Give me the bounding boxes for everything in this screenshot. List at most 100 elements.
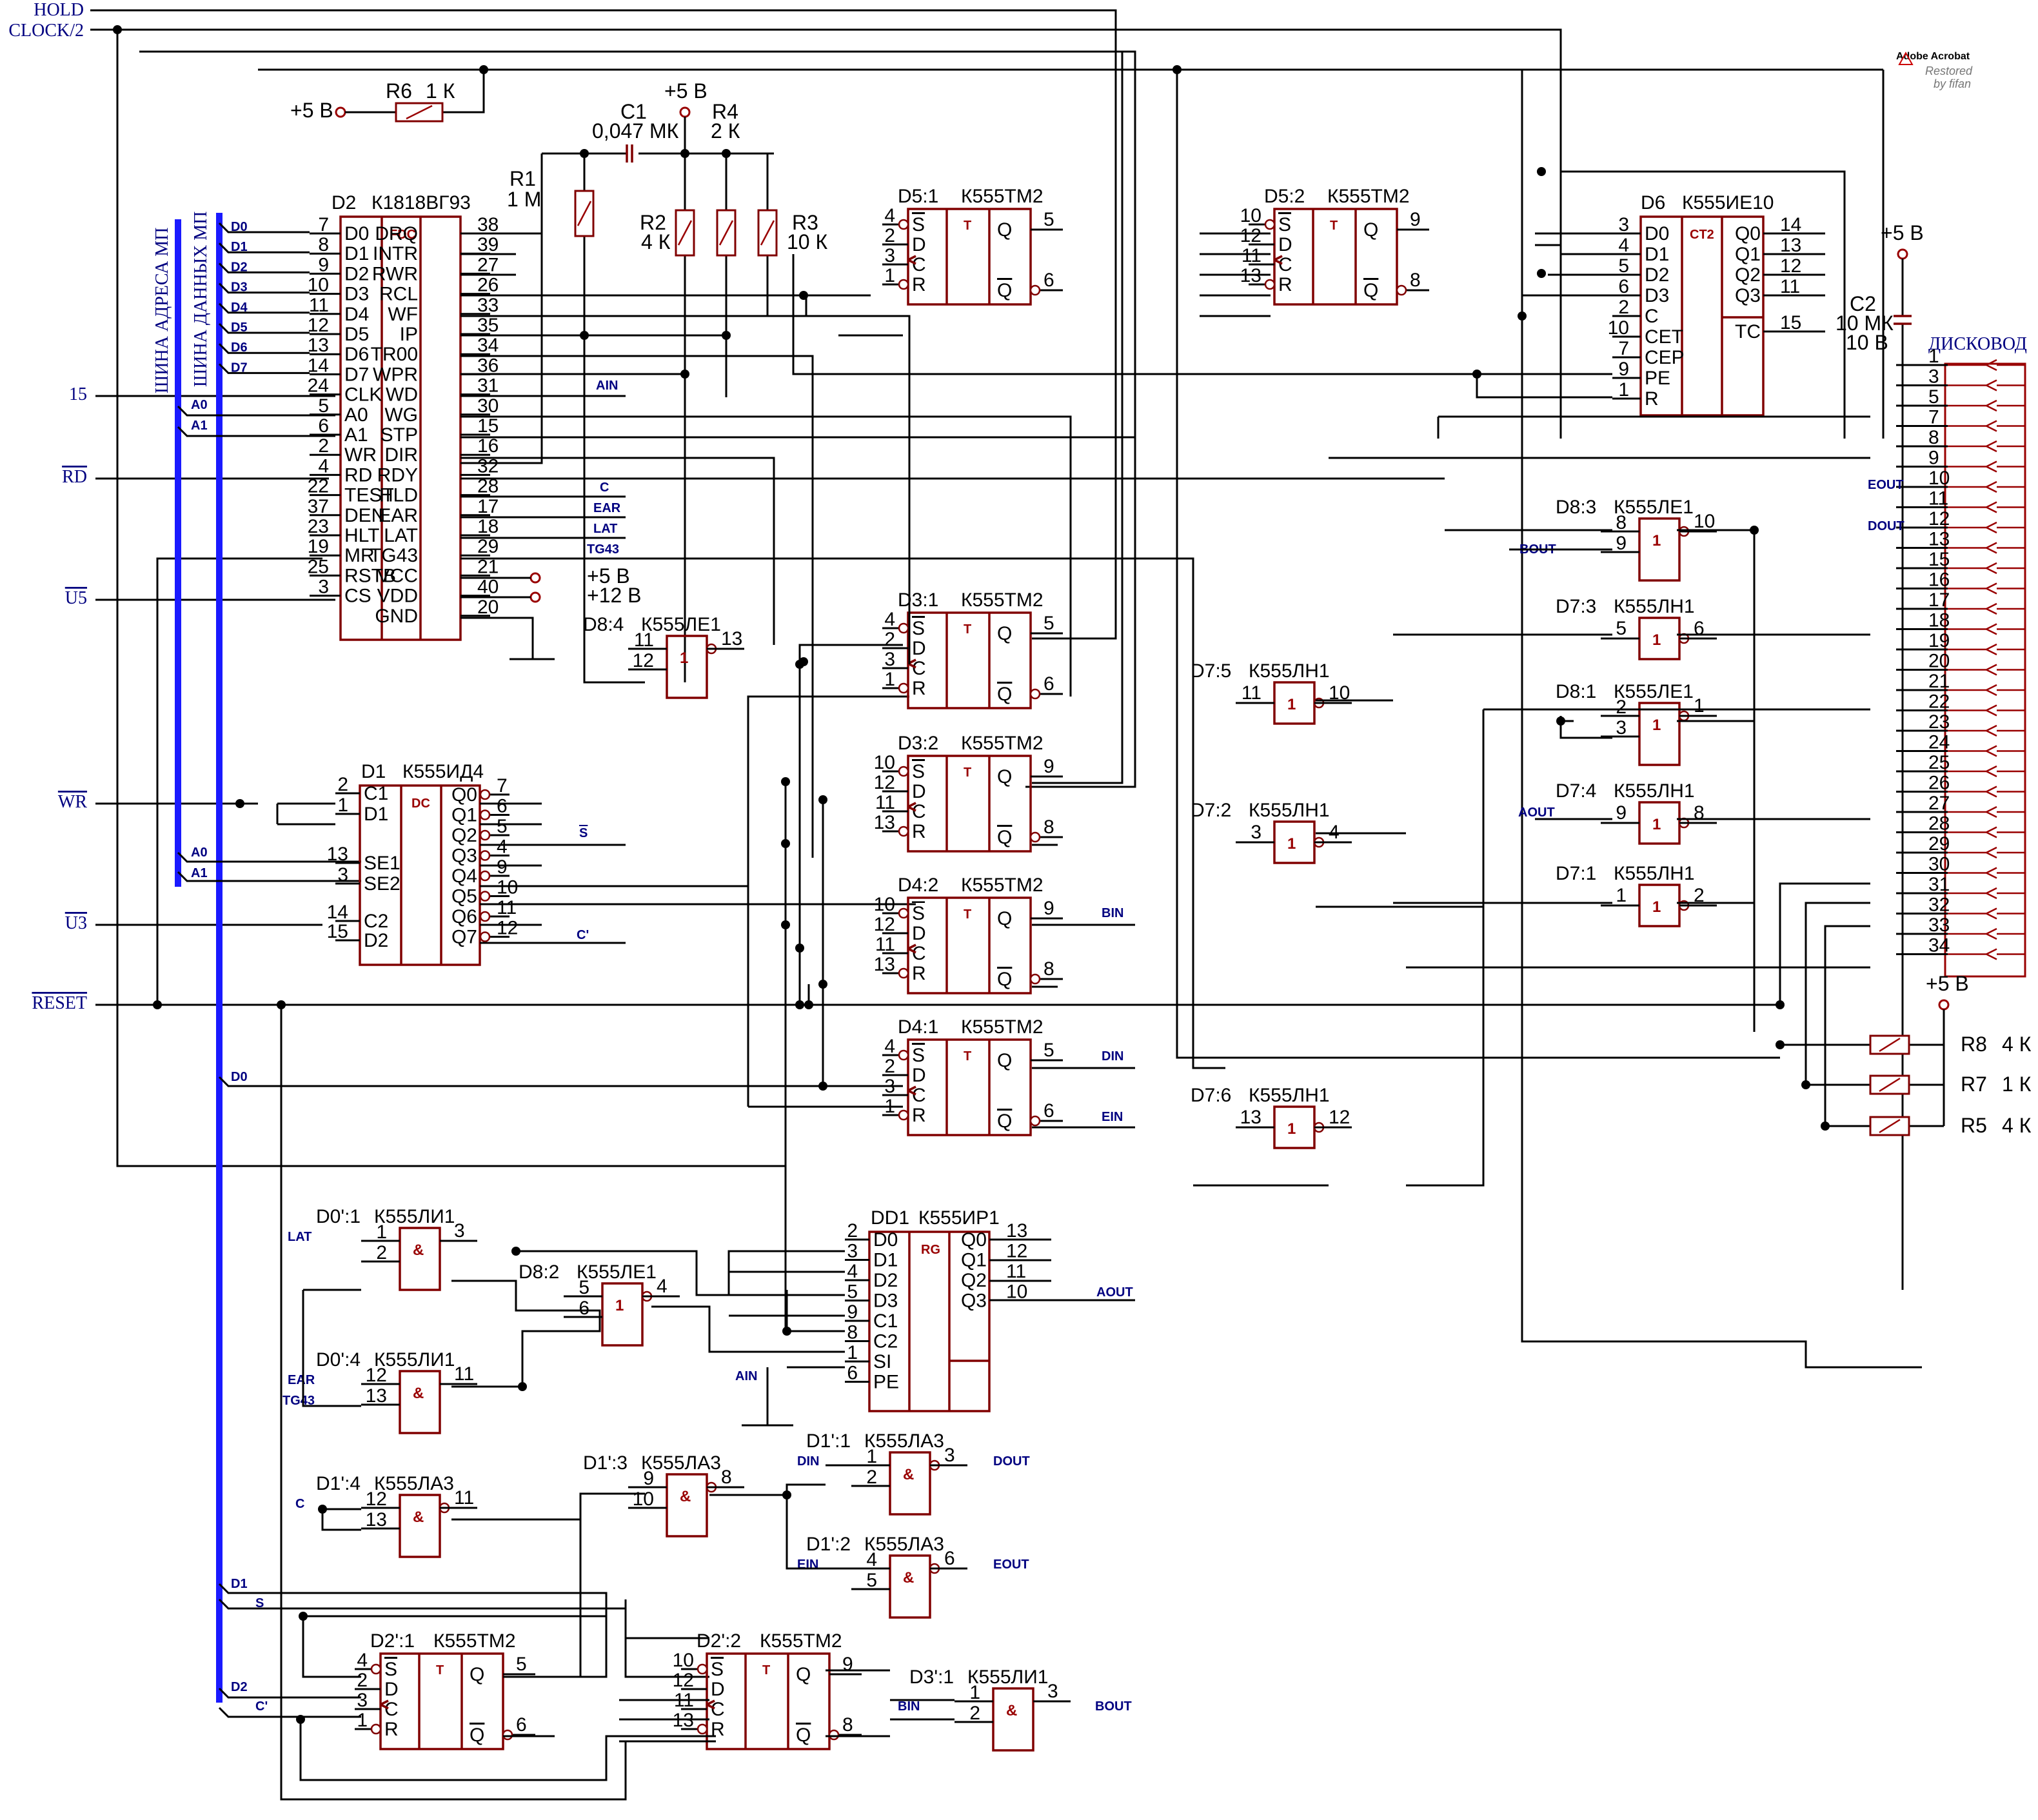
svg-text:1: 1 xyxy=(1652,631,1661,649)
bin-trigger-label: BIN xyxy=(1102,906,1123,920)
s-bar-net-label: S xyxy=(579,826,588,840)
d2-pin-num: 31 xyxy=(477,375,499,397)
d2-pin-name: HLT xyxy=(344,525,379,546)
c-gate-label: C xyxy=(295,1497,304,1511)
svg-text:PE: PE xyxy=(1645,368,1670,389)
ear-gate-label: EAR xyxy=(288,1373,315,1387)
svg-text:11: 11 xyxy=(1242,682,1261,704)
s15-label: 15 xyxy=(69,384,87,404)
cprime-net-label: C' xyxy=(577,928,589,942)
ein-gate-label: EIN xyxy=(797,1558,818,1572)
svg-text:1: 1 xyxy=(884,669,895,690)
svg-text:PE: PE xyxy=(873,1372,899,1393)
connector-pin: 13 xyxy=(1928,529,1950,550)
data-tap-label: D4 xyxy=(231,301,248,315)
logo-line3: by fifan xyxy=(1934,77,1971,90)
svg-text:Q2: Q2 xyxy=(1735,264,1761,286)
d2-vcc: +5 В xyxy=(587,564,630,588)
svg-text:Q1: Q1 xyxy=(451,805,477,826)
svg-text:1: 1 xyxy=(1287,696,1296,713)
svg-text:К555ЛИ1: К555ЛИ1 xyxy=(374,1206,455,1227)
d2-pin-name: TEST xyxy=(344,485,394,506)
svg-text:4: 4 xyxy=(497,836,508,858)
d2-pin-num: 2 xyxy=(318,435,329,457)
svg-text:D4:1: D4:1 xyxy=(898,1016,938,1038)
svg-text:SE2: SE2 xyxy=(364,873,401,895)
r1-ref: R1 xyxy=(510,167,536,190)
svg-text:D3: D3 xyxy=(1645,285,1669,306)
svg-text:1: 1 xyxy=(1287,1120,1296,1138)
d2-pin-num: 13 xyxy=(308,335,329,356)
d1-part: К555ИД4 xyxy=(402,761,484,782)
connector-pin: 8 xyxy=(1928,427,1939,448)
svg-text:T: T xyxy=(964,219,971,233)
svg-text:К555ТМ2: К555ТМ2 xyxy=(961,875,1044,896)
svg-text:&: & xyxy=(413,1385,424,1402)
svg-text:C2: C2 xyxy=(873,1331,898,1352)
r7-ref: R7 xyxy=(1961,1073,1987,1096)
d2-pin-name: D1 xyxy=(344,243,369,264)
d2-pin-name: HLD xyxy=(379,485,418,506)
d2-pin-num: 6 xyxy=(318,415,329,437)
svg-text:Q3: Q3 xyxy=(451,846,477,867)
svg-text:К555ТМ2: К555ТМ2 xyxy=(961,186,1044,207)
svg-text:D: D xyxy=(912,638,926,659)
svg-text:C: C xyxy=(912,658,926,679)
d2-pin-num: 14 xyxy=(308,355,329,376)
c2-vcc: +5 В xyxy=(1881,221,1924,244)
svg-text:К555ТМ2: К555ТМ2 xyxy=(961,1016,1044,1038)
d2-type: FDC xyxy=(390,228,416,242)
svg-text:1: 1 xyxy=(847,1342,858,1363)
d2-pin-num: 5 xyxy=(318,395,329,417)
svg-text:11: 11 xyxy=(1006,1261,1026,1282)
svg-text:10: 10 xyxy=(673,1650,694,1671)
d2-pin-name: VCC xyxy=(377,565,418,586)
svg-text:6: 6 xyxy=(944,1548,955,1569)
svg-text:C1: C1 xyxy=(873,1311,898,1332)
r2-value: 4 К xyxy=(641,230,671,253)
d2-pin-name: RCL xyxy=(379,284,418,305)
connector-name: ДИСКОВОД xyxy=(1928,334,2027,354)
connector-pin: 32 xyxy=(1928,895,1950,916)
svg-text:6: 6 xyxy=(1694,618,1705,639)
svg-text:D3:1: D3:1 xyxy=(898,589,938,611)
svg-text:D1: D1 xyxy=(364,804,388,825)
svg-text:D8:2: D8:2 xyxy=(519,1261,559,1283)
svg-text:1: 1 xyxy=(615,1297,624,1314)
svg-text:Q: Q xyxy=(997,827,1012,848)
svg-text:11: 11 xyxy=(875,934,895,955)
svg-text:Q3: Q3 xyxy=(1735,285,1761,306)
svg-text:К555ТМ2: К555ТМ2 xyxy=(433,1630,516,1652)
svg-text:15: 15 xyxy=(1780,312,1801,333)
r8-ref: R8 xyxy=(1961,1033,1987,1056)
data-tap-label: D1 xyxy=(231,240,248,254)
bout-gate-label: BOUT xyxy=(1095,1699,1132,1714)
d2-pin-name: DEN xyxy=(344,505,385,526)
svg-text:2: 2 xyxy=(884,225,895,246)
d1-ref: D1 xyxy=(361,761,386,782)
d2-pin-name: D5 xyxy=(344,324,369,345)
c1-ref: C1 xyxy=(620,100,647,123)
d2-pin-num: 33 xyxy=(477,295,499,316)
address-bus-label: ШИНА АДРЕСА МП xyxy=(152,227,172,393)
d2-part: К1818ВГ93 xyxy=(371,192,471,213)
svg-text:D: D xyxy=(912,923,926,944)
d2-pin-num: 23 xyxy=(308,516,329,537)
u5-label: U5 xyxy=(65,588,87,608)
connector-pin: 25 xyxy=(1928,752,1950,773)
svg-text:Q: Q xyxy=(997,684,1012,705)
svg-text:D7:4: D7:4 xyxy=(1556,780,1596,802)
svg-text:Q5: Q5 xyxy=(451,886,477,907)
svg-text:D3:2: D3:2 xyxy=(898,733,938,754)
svg-text:R: R xyxy=(912,821,926,842)
svg-text:C: C xyxy=(912,1085,926,1106)
data-tap-label: D6 xyxy=(231,341,248,355)
connector-pin: 28 xyxy=(1928,813,1950,835)
svg-text:8: 8 xyxy=(842,1714,853,1736)
